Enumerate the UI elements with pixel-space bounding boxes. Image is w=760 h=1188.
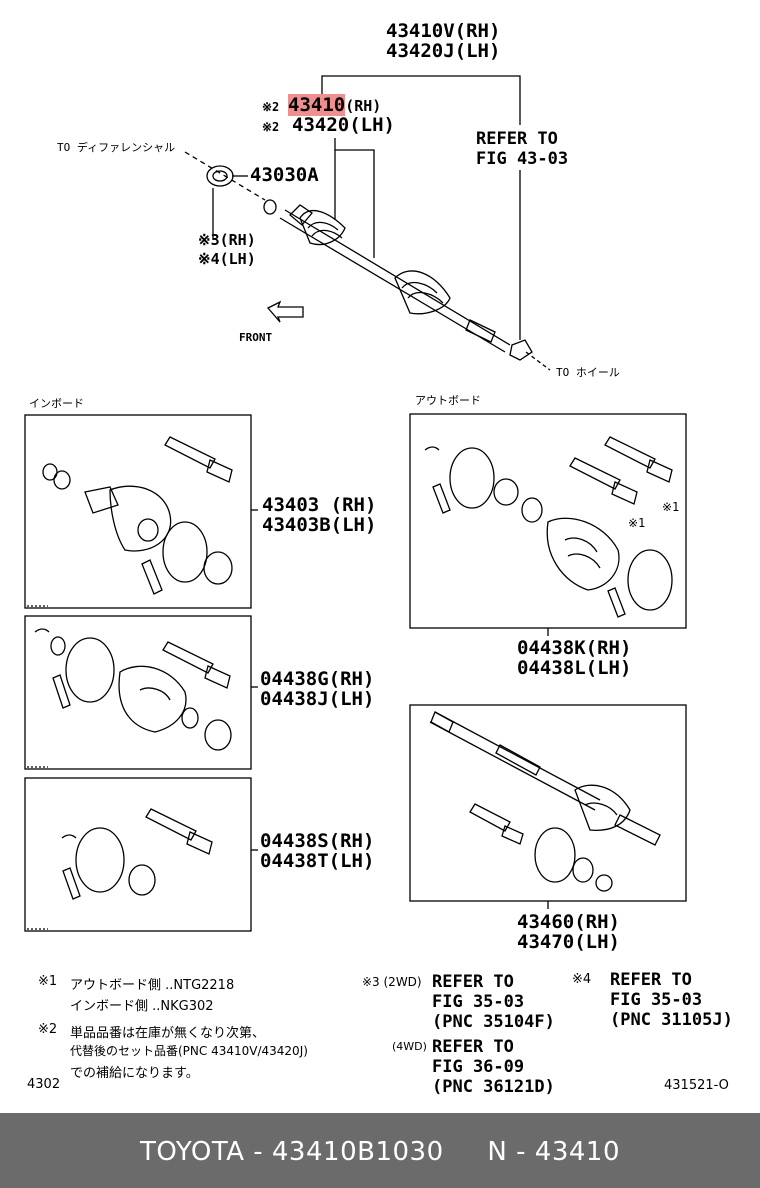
footer-bar <box>0 1113 760 1188</box>
outboard-shaft-drawing <box>429 711 661 892</box>
box-inboard-2 <box>24 615 252 770</box>
note3-line2: FIG 35-03 <box>432 992 525 1012</box>
seal-rh-label: ※3(RH) <box>198 231 256 249</box>
note2-line2: 代替後のセット品番(PNC 43410V/43420J) <box>70 1044 308 1058</box>
kit2-lh: 04438J(LH) <box>260 688 375 710</box>
inboard-joint-drawing <box>42 436 233 595</box>
snap-ring <box>263 199 277 215</box>
sub-rh-part-highlight: 43410 <box>288 94 346 116</box>
note3-line1: REFER TO <box>432 972 514 992</box>
seal-inner <box>212 170 228 182</box>
inboard-boot-drawing <box>34 628 232 751</box>
kit2-rh: 04438G(RH) <box>260 668 375 690</box>
kit4-mark1: ※1 <box>662 500 680 514</box>
front-arrow <box>266 300 304 323</box>
sub-lh-label: 43420(LH) <box>292 114 395 136</box>
sub-rh-mark: ※2 <box>262 100 280 114</box>
kit5-rh: 43460(RH) <box>517 911 620 933</box>
parts-diagram <box>24 75 687 932</box>
front-label: FRONT <box>239 331 273 344</box>
kit1-rh: 43403 (RH) <box>262 494 377 516</box>
kit4-mark2: ※1 <box>628 516 646 530</box>
inboard-small-kit-drawing <box>61 808 213 900</box>
box-inboard-1 <box>24 414 252 609</box>
assy-rh-label: 43410V(RH) <box>386 20 501 42</box>
note3-mark: ※3 (2WD) <box>362 975 422 989</box>
note3b-line3: (PNC 36121D) <box>432 1077 555 1097</box>
kit3-lh: 04438T(LH) <box>260 850 375 872</box>
note1-line1: アウトボード側 ..NTG2218 <box>70 978 235 993</box>
kit4-rh: 04438K(RH) <box>517 637 632 659</box>
note1-mark: ※1 <box>38 974 58 989</box>
seal-lh-label: ※4(LH) <box>198 250 256 268</box>
to-diff-label: TO ディファレンシャル <box>57 141 176 154</box>
note4-line3: (PNC 31105J) <box>610 1010 733 1030</box>
box-inboard-3 <box>24 777 252 932</box>
refer-line2: FIG 43-03 <box>476 149 569 169</box>
kit1-lh: 43403B(LH) <box>262 514 377 536</box>
note2-mark: ※2 <box>38 1022 58 1037</box>
to-wheel-dash <box>525 351 551 371</box>
drive-shaft <box>279 204 533 361</box>
figure-id-left: 4302 <box>27 1077 61 1092</box>
sub-rh-part: 43410(RH) <box>288 94 381 116</box>
to-diff-dash <box>184 151 266 201</box>
seal-part-label: 43030A <box>250 164 319 186</box>
note3b-line2: FIG 36-09 <box>432 1057 525 1077</box>
note4-line1: REFER TO <box>610 970 692 990</box>
note2-line1: 単品品番は在庫が無くなり次第、 <box>70 1026 266 1041</box>
note4-line2: FIG 35-03 <box>610 990 703 1010</box>
kit5-lh: 43470(LH) <box>517 931 620 953</box>
note3b-line1: REFER TO <box>432 1037 514 1057</box>
assy-lh-label: 43420J(LH) <box>386 40 501 62</box>
note4-mark: ※4 <box>572 972 592 987</box>
leader-assy <box>321 75 521 125</box>
to-wheel-label: TO ホイール <box>556 366 620 379</box>
inboard-heading: インボード <box>29 397 84 410</box>
figure-id-right: 431521-O <box>664 1078 729 1093</box>
note3b-mark: (4WD) <box>392 1040 427 1053</box>
box-outboard-2 <box>409 704 687 902</box>
refer-line1: REFER TO <box>476 129 558 149</box>
note1-line2: インボード側 ..NKG302 <box>70 999 214 1014</box>
leader-sub <box>334 138 375 258</box>
outboard-boot-drawing <box>424 436 673 618</box>
kit4-lh: 04438L(LH) <box>517 657 632 679</box>
sub-rh-side: (RH) <box>345 97 382 115</box>
note3-line3: (PNC 35104F) <box>432 1012 555 1032</box>
kit3-rh: 04438S(RH) <box>260 830 375 852</box>
seal <box>206 165 234 187</box>
sub-lh-mark: ※2 <box>262 120 280 134</box>
footer-part-number: TOYOTA - 43410B1030 N - 43410 <box>139 1137 621 1167</box>
note2-line3: での補給になります。 <box>70 1066 199 1081</box>
outboard-heading: アウトボード <box>415 394 481 407</box>
